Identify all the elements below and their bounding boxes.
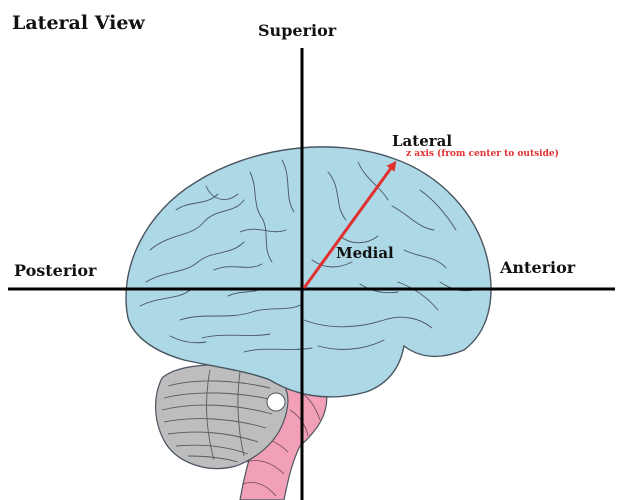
cerebrum-sulci bbox=[139, 159, 475, 353]
anterior-label: Anterior bbox=[499, 258, 576, 277]
cerebellum-folia bbox=[161, 369, 275, 463]
diagram-title: Lateral View bbox=[12, 12, 145, 34]
posterior-label: Posterior bbox=[14, 261, 97, 280]
medial-label: Medial bbox=[336, 244, 394, 262]
brainstem-cross-section bbox=[266, 392, 286, 412]
z-axis-label: z axis (from center to outside) bbox=[406, 148, 559, 159]
cerebrum bbox=[125, 146, 492, 398]
superior-label: Superior bbox=[258, 21, 337, 40]
z-axis-arrow bbox=[302, 160, 397, 289]
lateral-label: Lateral bbox=[392, 132, 452, 150]
